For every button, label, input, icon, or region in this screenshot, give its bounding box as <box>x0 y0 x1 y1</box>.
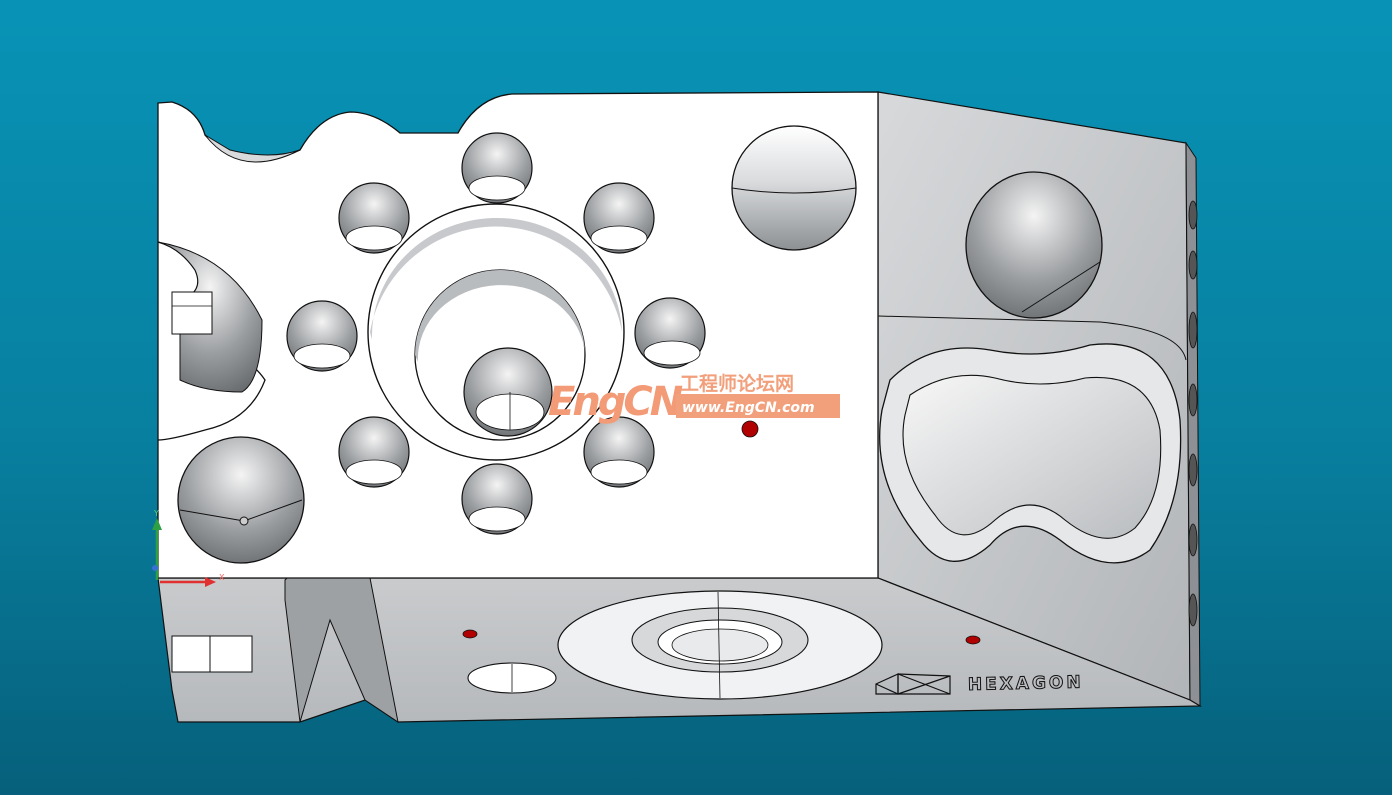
watermark-url: www.EngCN.com <box>682 400 815 416</box>
right-face-round-hole <box>965 171 1103 319</box>
watermark-banner <box>676 394 840 418</box>
probe-point-bottom-right[interactable] <box>965 635 981 645</box>
x-axis-arrow-icon <box>205 577 216 587</box>
peanut-pocket-inner <box>902 374 1162 539</box>
y-axis-arrow-icon <box>152 518 162 530</box>
watermark-logo: EngCN <box>548 379 683 425</box>
brand-text: HEXAGON <box>968 673 1084 695</box>
spherical-dimple <box>731 125 857 251</box>
probe-point-top[interactable] <box>741 420 759 438</box>
z-axis-dot-icon <box>152 565 158 571</box>
top-scallop-left <box>204 134 301 163</box>
right-edge-holes <box>1188 200 1198 627</box>
conical-hole <box>177 436 305 564</box>
x-axis-label: X <box>219 573 225 582</box>
hexagon-logo-icon <box>875 673 951 695</box>
engcn-watermark: EngCN 工程师论坛网 www.EngCN.com <box>548 372 840 425</box>
right-hole-seam <box>1021 261 1101 313</box>
axis-triad: X Y <box>152 509 225 587</box>
watermark-chinese: 工程师论坛网 <box>680 372 794 395</box>
bottom-left-slot <box>171 635 253 673</box>
left-edge-slot-upper <box>171 291 213 335</box>
right-face-crease <box>877 315 1187 361</box>
probe-point-bottom-left[interactable] <box>462 629 478 639</box>
y-axis-label: Y <box>153 509 159 518</box>
